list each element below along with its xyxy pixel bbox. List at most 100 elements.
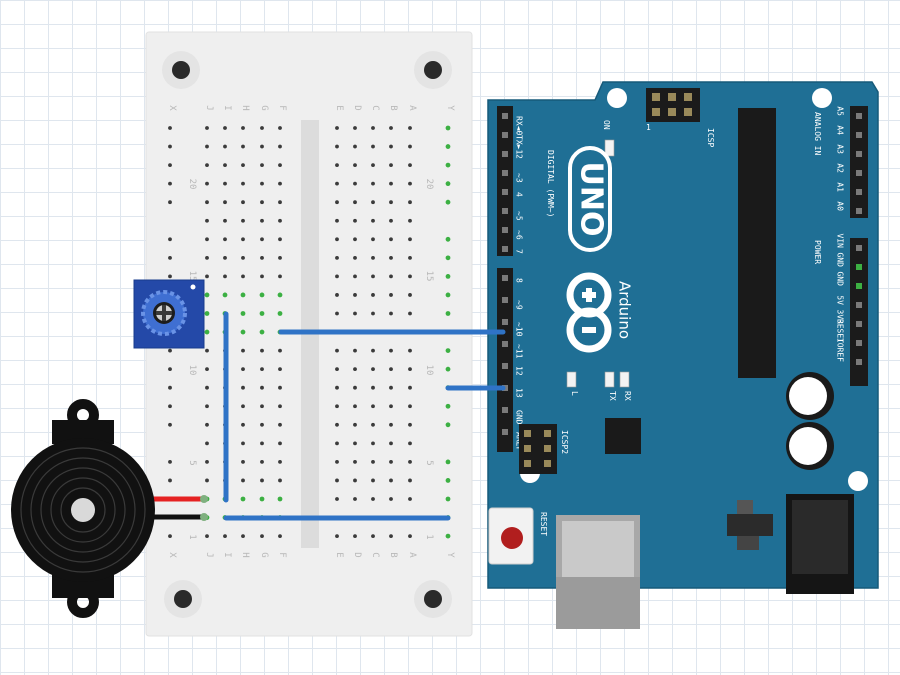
analog-pin[interactable] [856, 132, 862, 138]
digital-pin-label: 8 [515, 278, 524, 283]
breadboard-hole [389, 255, 393, 260]
rail-hole [445, 459, 451, 465]
breadboard-hole [389, 367, 393, 372]
tx-label: TX [608, 391, 617, 401]
analog-pin[interactable] [856, 151, 862, 157]
analog-pin[interactable] [856, 113, 862, 119]
analog-header[interactable] [850, 106, 868, 218]
digital-pin[interactable] [502, 113, 508, 119]
breadboard-hole [335, 163, 339, 168]
digital-pin[interactable] [502, 429, 508, 435]
digital-pin-label: ~5 [515, 211, 524, 221]
digital-pin-label: 4 [515, 192, 524, 197]
rail-hole [445, 236, 451, 242]
rail-letter: X [167, 552, 177, 558]
rail-hole [445, 199, 451, 205]
digital-pin[interactable] [502, 341, 508, 347]
analog-power-pin-labels: A5A4A3A2A1A0VINGNDGND5V3V3RESETIOREFANAL… [813, 106, 845, 362]
column-letter-top: J [204, 105, 214, 110]
power-pin[interactable] [856, 340, 862, 346]
breadboard-hole [371, 200, 375, 205]
breadboard-hole [259, 496, 265, 502]
digital-pin[interactable] [502, 319, 508, 325]
breadboard-hole [389, 311, 393, 316]
breadboard-hole [241, 422, 245, 427]
breadboard-hole [371, 460, 375, 464]
breadboard-hole [223, 255, 227, 260]
breadboard-hole [353, 367, 357, 372]
breadboard-hole [371, 311, 375, 316]
breadboard-hole [389, 163, 393, 168]
breadboard-hole [389, 404, 393, 409]
breadboard-hole [259, 311, 265, 316]
rail-hole [168, 422, 172, 427]
usb-connector[interactable] [556, 515, 640, 629]
power-pin[interactable] [856, 359, 862, 365]
breadboard-hole [205, 218, 209, 223]
breadboard-hole [241, 255, 245, 260]
power-pin[interactable] [856, 321, 862, 327]
breadboard-hole [278, 126, 282, 130]
breadboard-hole [241, 200, 245, 205]
digital-pin[interactable] [502, 246, 508, 252]
digital-pin[interactable] [502, 208, 508, 214]
breadboard-hole [371, 534, 375, 538]
breadboard-hole [260, 237, 264, 242]
analog-pin[interactable] [856, 170, 862, 176]
digital-pin[interactable] [502, 407, 508, 413]
power-pin[interactable] [856, 245, 862, 251]
breadboard-hole [278, 274, 282, 279]
digital-pin[interactable] [502, 170, 508, 176]
breadboard-hole [353, 534, 357, 538]
capacitor [786, 422, 834, 470]
power-pin[interactable] [856, 283, 862, 289]
breadboard-hole [389, 385, 393, 390]
breadboard-hole [335, 534, 339, 538]
on-led [604, 139, 615, 157]
power-pin[interactable] [856, 264, 862, 270]
digital-header-lower[interactable] [497, 268, 513, 452]
breadboard-mounting-holes [162, 51, 452, 618]
digital-pin[interactable] [502, 132, 508, 138]
power-pin-label: RESET [836, 319, 845, 343]
breadboard-hole [408, 163, 412, 168]
breadboard-hole [335, 274, 339, 279]
power-header[interactable] [850, 238, 868, 386]
digital-pin[interactable] [502, 151, 508, 157]
breadboard-hole [389, 460, 393, 464]
digital-pin[interactable] [502, 275, 508, 281]
breadboard-hole [408, 181, 412, 186]
analog-pin[interactable] [856, 189, 862, 195]
breadboard-hole [371, 218, 375, 223]
breadboard-hole [205, 367, 209, 372]
reset-button[interactable] [488, 507, 534, 565]
digital-pin[interactable] [502, 363, 508, 369]
breadboard-hole [371, 181, 375, 186]
breadboard-hole [353, 163, 357, 168]
digital-pin[interactable] [502, 227, 508, 233]
breadboard-hole [353, 126, 357, 130]
power-pin[interactable] [856, 302, 862, 308]
breadboard-hole [389, 534, 393, 538]
breadboard-hole [408, 404, 412, 409]
reset-label: RESET [539, 512, 548, 536]
digital-header-upper[interactable] [497, 106, 513, 256]
column-letter-bottom: J [204, 552, 214, 557]
row-number: 20 [187, 179, 197, 190]
potentiometer[interactable] [133, 279, 205, 349]
column-letter-top: F [277, 105, 287, 110]
dc-power-jack[interactable] [786, 494, 854, 594]
breadboard-hole [278, 441, 282, 446]
digital-pin[interactable] [502, 189, 508, 195]
brand-label: Arduino [616, 281, 634, 339]
breadboard-hole [241, 534, 245, 538]
analog-pin[interactable] [856, 208, 862, 214]
breadboard-hole [241, 126, 245, 130]
breadboard-hole [241, 348, 245, 353]
breadboard-hole [240, 311, 246, 316]
breadboard-hole [371, 404, 375, 409]
breadboard-hole [408, 126, 412, 130]
breadboard-hole [408, 255, 412, 260]
digital-pin[interactable] [502, 297, 508, 303]
breadboard-hole [241, 385, 245, 390]
